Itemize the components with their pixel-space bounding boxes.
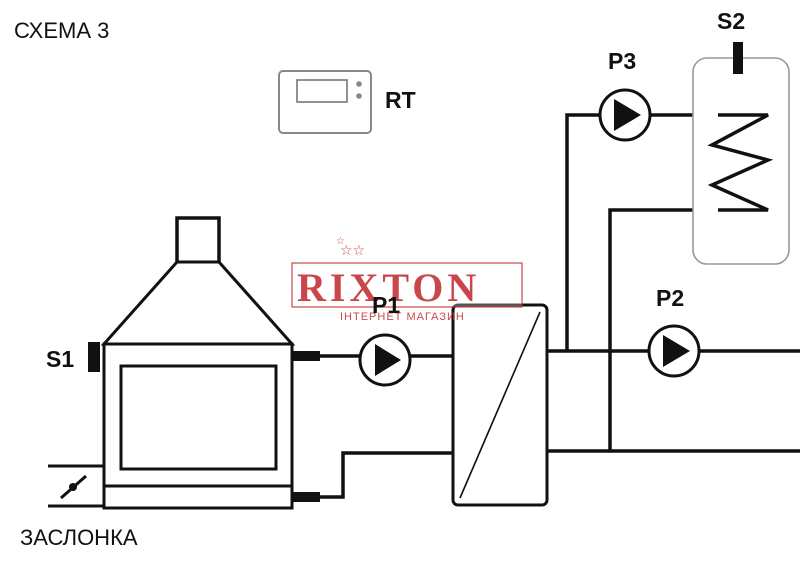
sensor-s1-label: S1 bbox=[46, 346, 74, 372]
fireplace-boiler bbox=[100, 216, 320, 510]
svg-text:☆☆: ☆☆ bbox=[340, 243, 365, 259]
pump-p2-label: P2 bbox=[656, 285, 684, 311]
plate-heat-exchanger bbox=[451, 303, 549, 507]
rixton-watermark-logo: ☆☆ ☆ RIXTON ІНТЕРНЕТ МАГАЗИН bbox=[291, 236, 523, 323]
pump-p1-label: P1 bbox=[372, 292, 400, 318]
pump-p3-label: P3 bbox=[608, 48, 636, 74]
sensor-s1-icon bbox=[88, 342, 100, 372]
scheme-title: СХЕМА 3 bbox=[14, 18, 109, 43]
sensor-s2-icon bbox=[733, 42, 743, 74]
damper-label: ЗАСЛОНКА bbox=[20, 525, 138, 550]
watermark-subtitle: ІНТЕРНЕТ МАГАЗИН bbox=[340, 311, 465, 323]
pump-p3-icon bbox=[598, 88, 652, 142]
pump-p2-icon bbox=[647, 324, 701, 378]
watermark-brand: RIXTON bbox=[297, 265, 480, 310]
air-damper-icon bbox=[48, 464, 104, 508]
thermostat-label: RT bbox=[385, 87, 416, 113]
pump-p1-icon bbox=[358, 333, 412, 387]
svg-text:☆: ☆ bbox=[336, 236, 345, 247]
sensor-s2-label: S2 bbox=[717, 8, 745, 34]
hot-water-tank bbox=[692, 57, 790, 265]
boiler-circuit-pipes bbox=[320, 354, 453, 499]
room-thermostat bbox=[278, 70, 372, 134]
secondary-circuit-pipes bbox=[547, 113, 800, 453]
